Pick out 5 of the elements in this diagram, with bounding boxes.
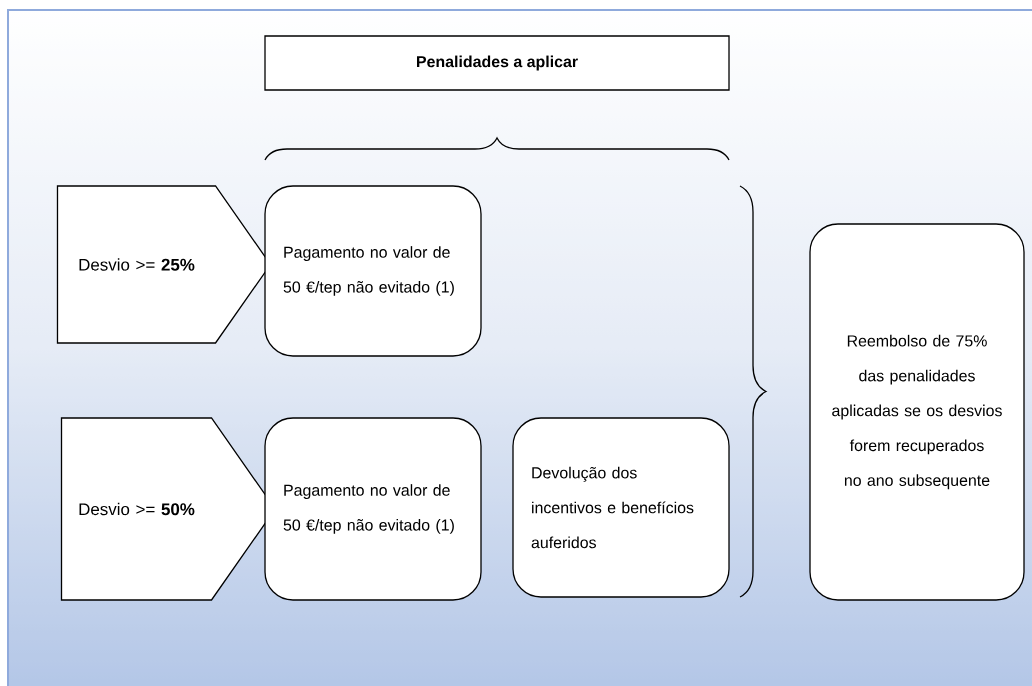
heading-box: Penalidades a aplicar <box>264 35 730 91</box>
rounded-box: Pagamento no valor de 50 €/tep não evitado (1) <box>264 185 482 357</box>
rounded-box: Reembolso de 75% das penalidades aplicadas se os desvios forem recuperados no ano subsequente <box>809 223 1025 601</box>
rounded-box: Devolução dos incentivos e benefícios auferidos <box>512 417 730 598</box>
rounded-box: Pagamento no valor de 50 €/tep não evitado (1) <box>264 417 482 601</box>
